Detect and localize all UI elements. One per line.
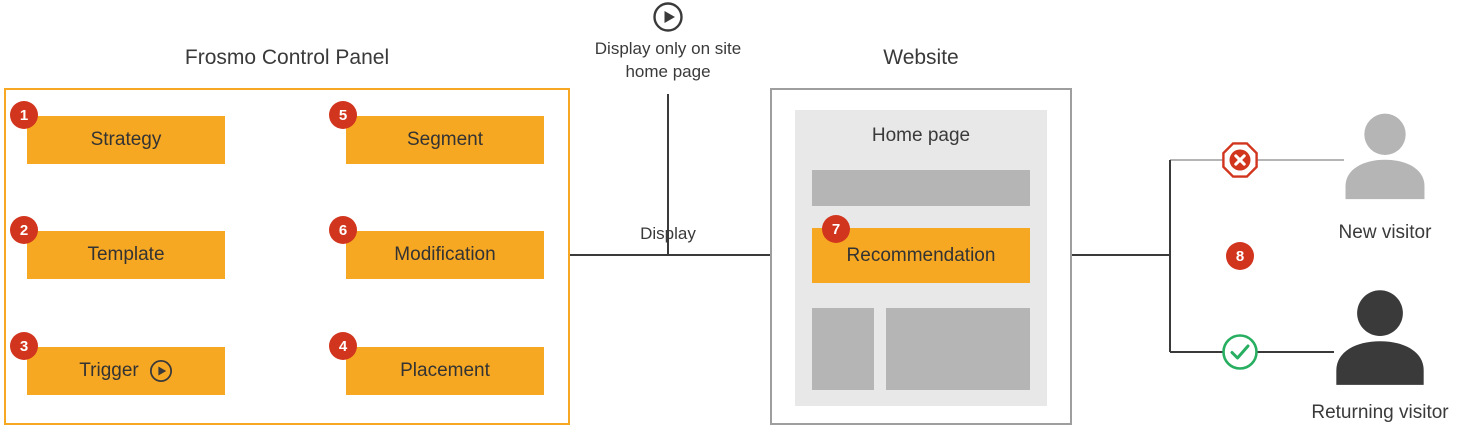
badge-placement: 4	[329, 332, 357, 360]
display-note-line2: home page	[625, 61, 711, 81]
new-visitor-label: New visitor	[1338, 222, 1432, 243]
homepage-content-block-top	[812, 170, 1030, 206]
play-icon	[653, 2, 683, 32]
badge-modification: 6	[329, 216, 357, 244]
returning-visitor-label: Returning visitor	[1311, 402, 1449, 423]
homepage-content-block-left	[812, 308, 874, 390]
node-template-label: Template	[87, 244, 165, 265]
play-icon	[149, 359, 172, 383]
allowed-icon	[1222, 334, 1258, 370]
badge-trigger: 3	[10, 332, 38, 360]
node-placement-label: Placement	[400, 360, 490, 381]
node-modification-label: Modification	[394, 244, 496, 265]
homepage-title: Home page	[871, 125, 971, 146]
badge-segment: 5	[329, 101, 357, 129]
blocked-icon	[1222, 142, 1258, 178]
badge-template: 2	[10, 216, 38, 244]
website-title: Website	[883, 46, 959, 69]
badge-recommendation: 7	[822, 215, 850, 243]
node-strategy: 1 Strategy	[10, 101, 225, 164]
node-trigger-label: Trigger	[79, 360, 139, 381]
node-recommendation-label: Recommendation	[846, 244, 996, 266]
node-strategy-label: Strategy	[90, 129, 162, 150]
node-segment: 5 Segment	[329, 101, 544, 164]
node-placement: 4 Placement	[329, 332, 544, 395]
display-note-line1: Display only on site	[594, 39, 742, 58]
node-template: 2 Template	[10, 216, 225, 279]
node-modification: 6 Modification	[329, 216, 544, 279]
node-trigger: 3 Trigger	[10, 332, 225, 395]
returning-visitor-icon	[1336, 290, 1424, 385]
display-note: Display only on site home page	[568, 38, 768, 84]
node-recommendation: 7 Recommendation	[812, 215, 1030, 283]
control-panel-title: Frosmo Control Panel	[184, 46, 390, 69]
node-segment-label: Segment	[406, 129, 484, 150]
homepage-content-block-right	[886, 308, 1030, 390]
badge-strategy: 1	[10, 101, 38, 129]
new-visitor-icon	[1345, 113, 1425, 200]
display-arrow-label: Display	[640, 224, 696, 243]
badge-visitor-flow: 8	[1226, 242, 1254, 270]
